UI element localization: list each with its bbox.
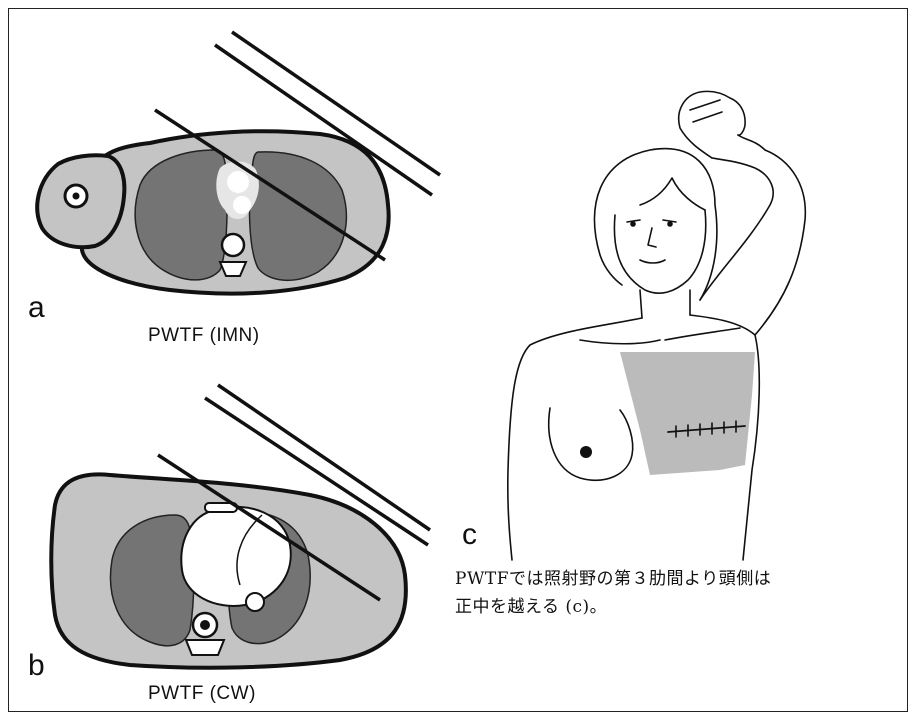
panel-c-mouth [640,260,665,263]
panel-b-diagram [51,385,430,668]
panel-c-radiation-field [620,352,755,475]
panel-c-fist [679,91,745,158]
panel-c-breast [549,408,633,480]
panel-a-caption: PWTF (IMN) [148,325,260,347]
panel-a-diagram [37,32,440,294]
panel-a-letter: a [28,293,45,323]
panel-c-nipple [580,446,592,458]
figure-note: PWTFでは照射野の第３肋間より頭側は正中を越える (c)。 [455,565,785,621]
panel-b-heart [181,507,290,606]
panel-c-patient-figure [508,91,806,560]
panel-c-hair [594,149,716,300]
panel-a-vertebra [222,234,244,256]
panel-c-raised-arm [700,135,805,335]
panel-c-nose [648,228,656,247]
panel-b-caption: PWTF (CW) [148,683,256,705]
panel-c-letter: c [462,520,477,550]
panel-b-letter: b [28,651,45,681]
